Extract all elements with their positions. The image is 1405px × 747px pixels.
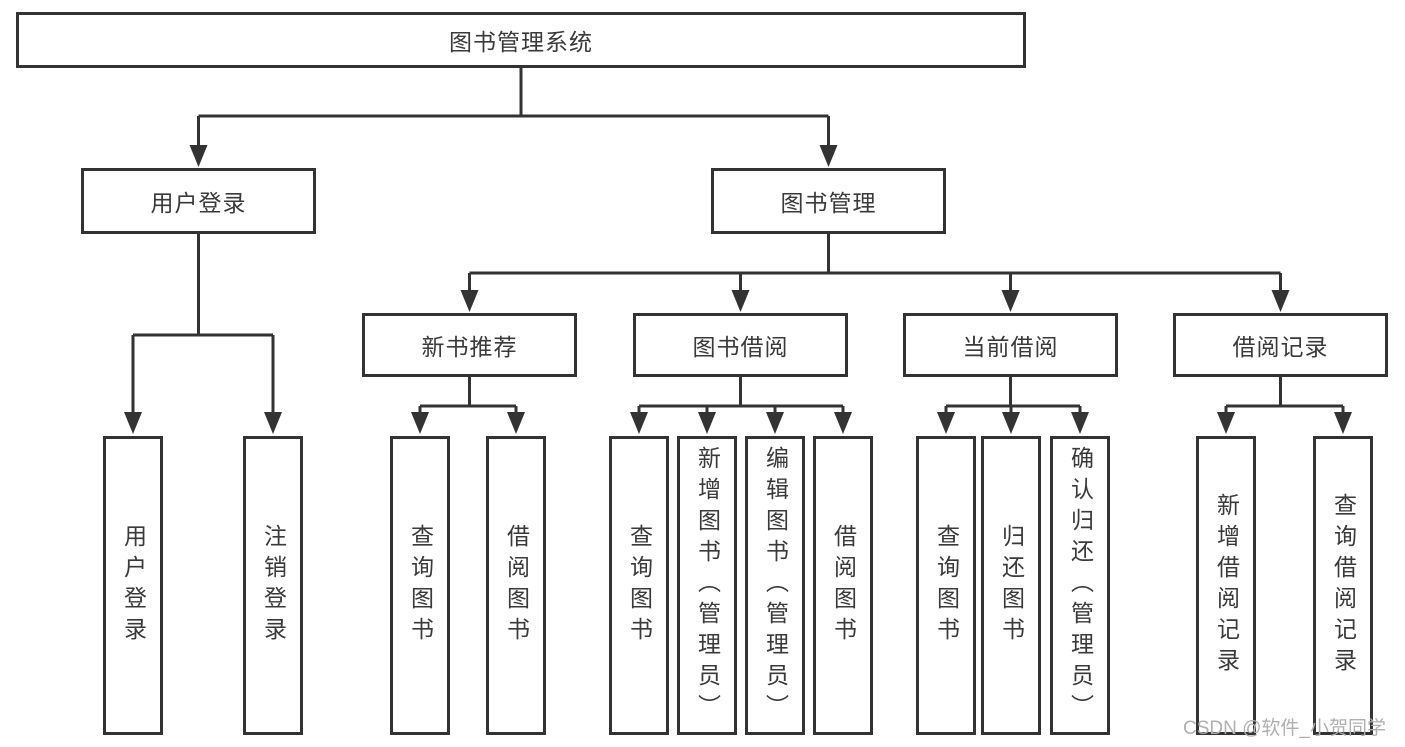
connector-book-borrowing-children	[630, 377, 852, 434]
leaf-nbr-query-books: 查询图书	[390, 436, 450, 735]
leaf-logout-login: 注销登录	[243, 436, 303, 735]
node-borrowing-records-label: 借阅记录	[1232, 334, 1329, 360]
leaf-bb-query-books: 查询图书	[609, 436, 669, 735]
leaf-bb-edit-books-admin-label: 编辑图书（管理员）	[762, 446, 789, 725]
leaf-cb-confirm-return-admin: 确认归还（管理员）	[1050, 436, 1110, 735]
connector-borrowing-records-children	[1217, 377, 1352, 434]
node-current-borrowing: 当前借阅	[903, 313, 1118, 377]
node-root-label: 图书管理系统	[449, 29, 593, 55]
node-book-borrowing: 图书借阅	[633, 313, 848, 377]
leaf-bb-borrow-books: 借阅图书	[813, 436, 873, 735]
leaf-br-query-borrow-record-label: 查询借阅记录	[1330, 492, 1357, 679]
leaf-user-login: 用户登录	[103, 436, 163, 735]
leaf-nbr-query-books-label: 查询图书	[407, 523, 434, 648]
node-new-book-recommend-label: 新书推荐	[421, 334, 518, 360]
leaf-bb-query-books-label: 查询图书	[626, 523, 653, 648]
connector-current-borrowing-children	[937, 377, 1089, 434]
leaf-bb-add-books-admin-label: 新增图书（管理员）	[694, 446, 721, 725]
connector-user-login-children	[124, 234, 282, 434]
node-book-management-label: 图书管理	[780, 190, 877, 216]
node-current-borrowing-label: 当前借阅	[962, 334, 1059, 360]
csdn-watermark: CSDN @软件_小贺同学	[1183, 718, 1386, 739]
node-user-login-label: 用户登录	[150, 190, 247, 216]
node-book-borrowing-label: 图书借阅	[692, 334, 789, 360]
node-user-login: 用户登录	[81, 168, 316, 234]
leaf-nbr-borrow-books-label: 借阅图书	[503, 523, 530, 648]
leaf-nbr-borrow-books: 借阅图书	[486, 436, 546, 735]
leaf-cb-confirm-return-admin-label: 确认归还（管理员）	[1067, 446, 1094, 725]
leaf-bb-borrow-books-label: 借阅图书	[830, 523, 857, 648]
leaf-br-query-borrow-record: 查询借阅记录	[1313, 436, 1373, 735]
leaf-bb-edit-books-admin: 编辑图书（管理员）	[745, 436, 805, 735]
leaf-cb-query-books: 查询图书	[916, 436, 976, 735]
leaf-cb-return-books-label: 归还图书	[998, 523, 1025, 648]
leaf-cb-return-books: 归还图书	[981, 436, 1041, 735]
node-borrowing-records: 借阅记录	[1173, 313, 1388, 377]
leaf-user-login-label: 用户登录	[120, 523, 147, 648]
leaf-logout-login-label: 注销登录	[260, 523, 287, 648]
connector-root-to-level2	[189, 68, 838, 167]
connector-new-book-recommend-children	[411, 377, 525, 434]
node-root: 图书管理系统	[16, 12, 1026, 68]
leaf-cb-query-books-label: 查询图书	[933, 523, 960, 648]
leaf-br-add-borrow-record-label: 新增借阅记录	[1213, 492, 1240, 679]
connector-book-management-children	[460, 234, 1290, 312]
node-new-book-recommend: 新书推荐	[362, 313, 577, 377]
node-book-management: 图书管理	[711, 168, 946, 234]
leaf-bb-add-books-admin: 新增图书（管理员）	[677, 436, 737, 735]
leaf-br-add-borrow-record: 新增借阅记录	[1196, 436, 1256, 735]
